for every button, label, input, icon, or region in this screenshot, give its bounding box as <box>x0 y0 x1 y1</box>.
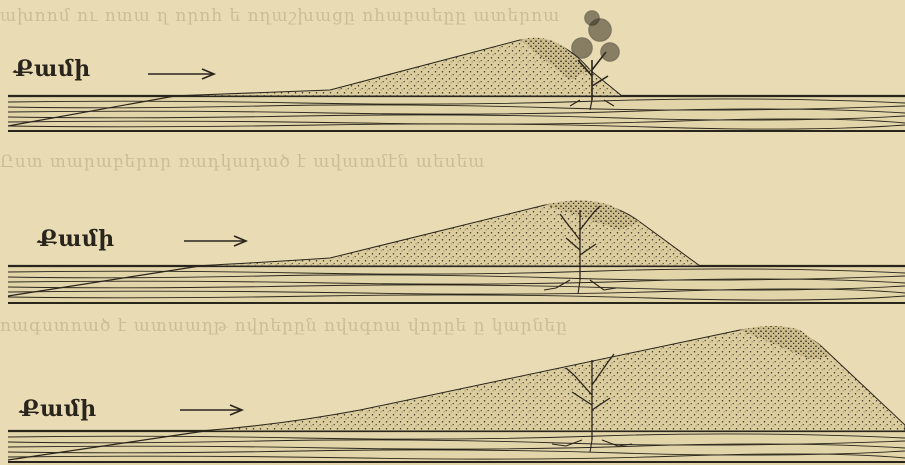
wind-arrow-icon <box>180 405 242 415</box>
wind-label: Քամի <box>38 226 115 252</box>
panel-stage-1 <box>8 11 905 131</box>
ground-strata-icon <box>8 430 905 465</box>
wind-arrow-icon <box>184 236 246 246</box>
wind-label: Քամի <box>20 396 97 422</box>
ground-strata-icon <box>8 265 905 303</box>
sand-dune-icon <box>195 202 700 266</box>
panel-stage-3 <box>8 326 905 465</box>
ground-strata-icon <box>8 95 905 131</box>
panel-stage-2 <box>8 201 905 304</box>
wind-arrow-icon <box>148 69 214 79</box>
wind-label: Քամի <box>14 56 91 82</box>
